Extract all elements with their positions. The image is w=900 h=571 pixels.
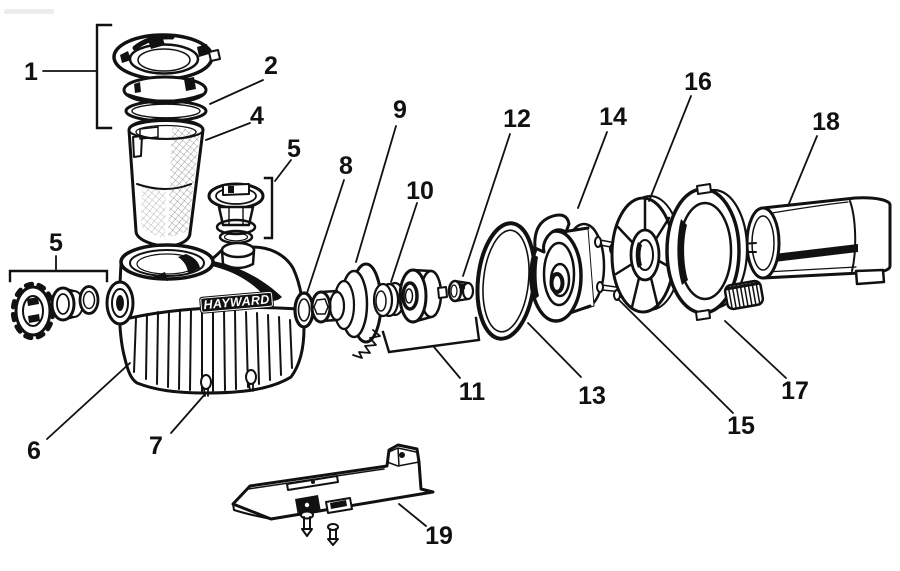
part-drawing-drain-plug-left — [10, 281, 100, 341]
leader-6 — [46, 362, 131, 440]
part-drawing-seal-plate — [610, 195, 682, 314]
leader-15 — [617, 298, 734, 414]
callout-label-5-upper: 5 — [287, 135, 301, 163]
part-drawing-pump-housing: HAYWARD — [105, 241, 306, 397]
leader-11 — [433, 346, 461, 379]
part-drawing-mounting-base — [231, 443, 435, 546]
callout-label-1: 1 — [24, 58, 38, 86]
bracket-11 — [381, 316, 481, 354]
part-drawing-shaft-o-ring — [293, 291, 315, 329]
leader-4 — [205, 122, 251, 141]
leader-14 — [577, 131, 608, 209]
leader-19 — [398, 503, 427, 527]
part-drawing-motor — [736, 196, 892, 286]
brand-badge: HAYWARD — [199, 290, 274, 314]
callout-label-8: 8 — [339, 152, 353, 180]
bracket-5-upper — [263, 176, 274, 240]
callout-brackets — [8, 23, 481, 354]
leader-2 — [209, 79, 264, 105]
leader-17 — [724, 320, 787, 379]
callout-label-9: 9 — [393, 96, 407, 124]
leader-16 — [648, 95, 692, 202]
callout-label-14: 14 — [599, 103, 627, 131]
part-drawing-lid-lock-ring-assembly — [112, 33, 221, 105]
leader-8 — [306, 179, 345, 294]
leader-9 — [355, 125, 397, 263]
callout-label-16: 16 — [684, 68, 712, 96]
callout-label-17: 17 — [781, 377, 809, 405]
callout-label-4: 4 — [250, 102, 264, 130]
callout-label-7: 7 — [149, 432, 163, 460]
bracket-5-left — [8, 269, 109, 283]
leader-7 — [170, 392, 207, 434]
part-drawing-impeller-nut — [447, 279, 475, 303]
callout-label-10: 10 — [406, 177, 434, 205]
part-drawing-diffuser — [529, 213, 606, 323]
callout-labels: 1 2 4 5 5 6 7 8 9 10 11 12 13 14 15 16 1… — [24, 52, 840, 550]
callout-label-2: 2 — [264, 52, 278, 80]
callout-label-5-left: 5 — [49, 229, 63, 257]
callout-label-6: 6 — [27, 437, 41, 465]
callout-label-13: 13 — [578, 382, 606, 410]
bracket-1 — [95, 23, 113, 130]
part-drawing-seal-seat — [398, 268, 448, 324]
part-drawing-motor-adapter — [665, 183, 765, 321]
callout-label-11: 11 — [459, 378, 486, 406]
callout-label-19: 19 — [425, 522, 453, 550]
callout-label-12: 12 — [503, 105, 531, 133]
leader-10 — [390, 202, 418, 283]
leader-13 — [527, 322, 582, 378]
part-drawing-strainer-basket — [127, 117, 205, 248]
leader-18 — [787, 135, 818, 207]
leader-5-upper — [274, 159, 292, 182]
part-drawing-impeller — [310, 262, 383, 359]
callout-leaders — [42, 70, 818, 527]
part-drawing-shaft-seal — [372, 281, 406, 318]
callout-label-15: 15 — [727, 412, 755, 440]
scan-artifact — [4, 9, 54, 14]
part-drawing-drain-plug-upper — [207, 182, 265, 245]
part-drawing-housing-drain-plug — [200, 369, 257, 397]
leader-12 — [462, 133, 511, 277]
brand-label: HAYWARD — [203, 292, 270, 312]
callout-label-18: 18 — [812, 108, 840, 136]
